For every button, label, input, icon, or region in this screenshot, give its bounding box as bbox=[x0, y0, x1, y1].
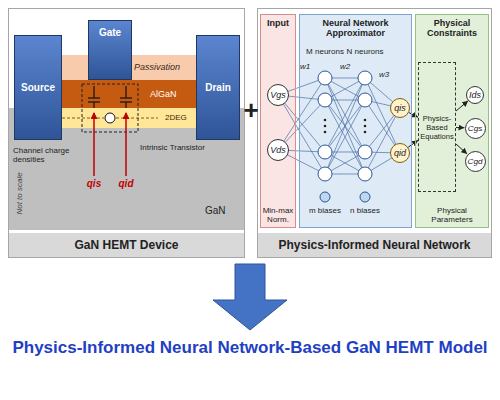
layer-size-label: M neurons bbox=[304, 47, 346, 56]
input-neuron: Vds bbox=[267, 139, 289, 161]
output-circle: Cgd bbox=[465, 151, 486, 172]
node-label: Physics-Informed Neural Network bbox=[258, 233, 491, 257]
weight-line bbox=[278, 95, 325, 174]
output-neuron: qis bbox=[390, 98, 410, 118]
output-circle: Cgs bbox=[465, 118, 486, 139]
connector-arrow bbox=[409, 113, 418, 118]
constraints-fill bbox=[415, 14, 489, 228]
connector-arrow bbox=[456, 101, 468, 111]
connector-arrow bbox=[456, 144, 467, 154]
channel-line bbox=[116, 118, 158, 119]
hidden-neuron bbox=[318, 145, 332, 159]
node-label: Cgs bbox=[468, 124, 482, 133]
hidden-neuron bbox=[358, 145, 372, 159]
node-label: Input bbox=[263, 18, 293, 28]
weight-line bbox=[325, 100, 365, 174]
node-label: Drain bbox=[205, 82, 231, 93]
ellipsis-dot bbox=[324, 131, 327, 134]
weight-line bbox=[325, 78, 365, 152]
weight-label: w1 bbox=[298, 62, 312, 71]
constraints-box: Physical ConstraintsPhysical Parameters P… bbox=[415, 14, 489, 228]
drain-contact: Drain bbox=[196, 35, 240, 140]
weight-label: w2 bbox=[338, 62, 352, 71]
ellipsis-dot bbox=[364, 119, 367, 122]
weight-line bbox=[325, 78, 365, 174]
node-label: Neural Network Approximator bbox=[302, 18, 409, 39]
node-label: Vds bbox=[270, 145, 286, 155]
layer-label: AlGaN bbox=[150, 89, 177, 99]
charge-arrow bbox=[125, 113, 127, 176]
input-neuron: Vgs bbox=[267, 84, 289, 106]
network-panel: Physics-Informed Neural Network InputMin-… bbox=[257, 8, 492, 258]
node-label: Physical Constraints bbox=[418, 18, 486, 39]
weight-line bbox=[365, 108, 400, 174]
ellipsis-dot bbox=[324, 125, 327, 128]
ellipsis-dot bbox=[364, 125, 367, 128]
node-label: GaN HEMT Device bbox=[9, 233, 244, 257]
node-label: Vgs bbox=[270, 90, 286, 100]
input-box: InputMin-max Norm. VgsVds bbox=[260, 14, 296, 228]
layer-label: Passivation bbox=[134, 62, 180, 72]
node-label: qis bbox=[394, 103, 406, 113]
device-panel: GaN HEMT Device Source GateDrain bbox=[8, 8, 245, 258]
capacitor-symbol bbox=[88, 86, 132, 108]
hidden-neuron bbox=[318, 93, 332, 107]
node-label: Source bbox=[21, 82, 55, 93]
scale-note: Not to scale bbox=[15, 175, 24, 215]
node-label: Gate bbox=[99, 27, 121, 38]
node-label: qid bbox=[394, 148, 406, 158]
current-source-symbol bbox=[105, 113, 115, 123]
gate-contact: Gate bbox=[88, 20, 132, 80]
equations-box: Physics-Based Equations bbox=[418, 62, 456, 192]
plus-sign: + bbox=[243, 96, 259, 126]
node-note: Min-max Norm. bbox=[262, 206, 294, 224]
charge-arrow bbox=[93, 113, 95, 176]
layer-label: 2DEG bbox=[165, 113, 187, 122]
bias-label: n biases bbox=[344, 206, 386, 215]
connector-arrow bbox=[408, 140, 418, 147]
node-label: Cgd bbox=[468, 157, 483, 166]
output-circle: Ids bbox=[466, 86, 484, 104]
weight-line bbox=[325, 78, 365, 152]
diagram-title: Physics-Informed Neural Network-Based Ga… bbox=[12, 338, 487, 358]
input-fill bbox=[260, 14, 296, 228]
region-label: Intrinsic Transistor bbox=[140, 143, 205, 152]
down-arrow bbox=[213, 264, 287, 330]
hidden-neuron bbox=[318, 71, 332, 85]
hidden-neuron bbox=[358, 167, 372, 181]
channel-line bbox=[62, 118, 104, 119]
weight-line bbox=[325, 100, 365, 174]
bias-neuron bbox=[360, 192, 370, 202]
layer-size-label: N neurons bbox=[344, 47, 386, 56]
connector-arrow bbox=[456, 127, 465, 128]
neural-network-drawing bbox=[278, 71, 400, 202]
weight-line bbox=[325, 78, 365, 174]
hidden-neuron bbox=[358, 93, 372, 107]
intrinsic-box bbox=[82, 84, 138, 132]
node-label: Ids bbox=[469, 90, 481, 100]
node-note: Physical Parameters bbox=[417, 206, 487, 224]
hidden-neuron bbox=[358, 71, 372, 85]
bias-label: m biases bbox=[304, 206, 346, 215]
output-neuron: qid bbox=[390, 143, 410, 163]
source-contact: Source bbox=[14, 35, 62, 140]
approximator-box: Neural Network Approximator qis qid bbox=[299, 14, 412, 228]
annotation-label: Channel charge densities bbox=[13, 146, 81, 164]
charge-label: qid bbox=[118, 178, 134, 190]
bias-neuron bbox=[320, 192, 330, 202]
ellipsis-dot bbox=[324, 119, 327, 122]
hidden-neuron bbox=[318, 167, 332, 181]
charge-label: qis bbox=[86, 178, 102, 190]
node-label: Physics-Based Equations bbox=[420, 114, 454, 141]
weight-label: w3 bbox=[377, 70, 391, 79]
nn-fill bbox=[299, 14, 412, 228]
ellipsis-dot bbox=[364, 131, 367, 134]
layer-label: GaN bbox=[205, 205, 226, 217]
